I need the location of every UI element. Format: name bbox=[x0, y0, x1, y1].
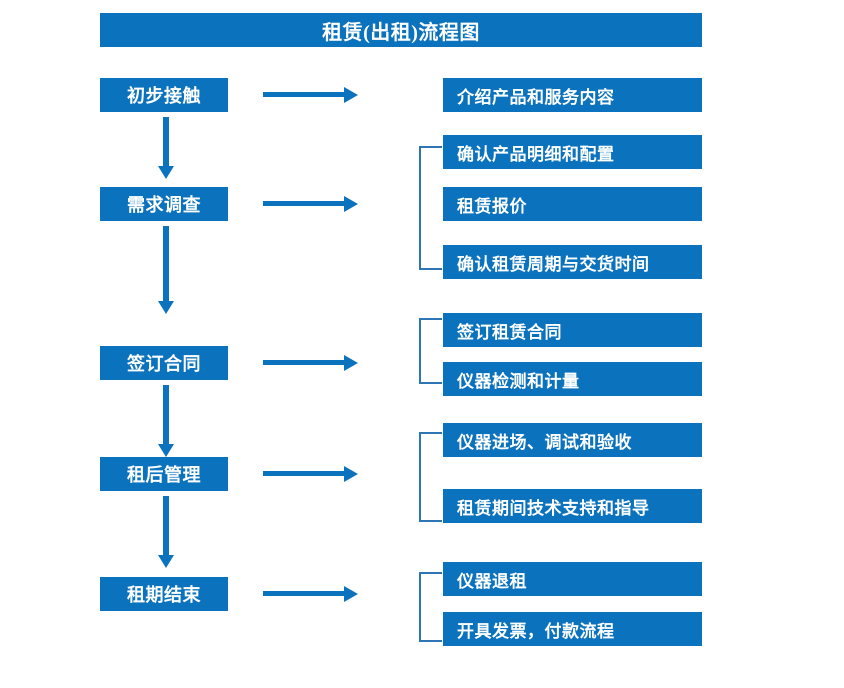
stage-box-requirement-survey[interactable]: 需求调查 bbox=[100, 187, 228, 221]
arrow-right-stage-5 bbox=[263, 585, 358, 603]
arrow-head bbox=[344, 586, 358, 602]
arrow-head bbox=[344, 355, 358, 371]
detail-box-technical-support[interactable]: 租赁期间技术支持和指导 bbox=[443, 489, 702, 523]
arrow-shaft bbox=[163, 117, 169, 166]
arrow-shaft bbox=[263, 201, 346, 206]
bracket-stage-3 bbox=[419, 318, 442, 384]
stage-box-initial-contact[interactable]: 初步接触 bbox=[100, 78, 228, 112]
detail-box-sign-rental-contract[interactable]: 签订租赁合同 bbox=[443, 313, 702, 347]
arrow-shaft bbox=[263, 591, 346, 596]
detail-box-invoice-payment[interactable]: 开具发票，付款流程 bbox=[443, 612, 702, 646]
chart-title: 租赁(出租)流程图 bbox=[100, 13, 702, 47]
stage-box-rental-end[interactable]: 租期结束 bbox=[100, 577, 228, 611]
arrow-down-stage-3-to-4 bbox=[157, 385, 175, 457]
stage-box-sign-contract[interactable]: 签订合同 bbox=[100, 346, 228, 380]
arrow-shaft bbox=[163, 385, 169, 444]
arrow-head bbox=[158, 301, 174, 314]
detail-box-introduce-products[interactable]: 介绍产品和服务内容 bbox=[443, 78, 702, 112]
bracket-stage-5 bbox=[419, 572, 442, 642]
arrow-head bbox=[344, 196, 358, 212]
arrow-right-stage-2 bbox=[263, 195, 358, 213]
stage-box-post-rental-management[interactable]: 租后管理 bbox=[100, 457, 228, 491]
arrow-head bbox=[158, 444, 174, 457]
arrow-head bbox=[344, 87, 358, 103]
arrow-right-stage-4 bbox=[263, 465, 358, 483]
arrow-down-stage-2-to-3 bbox=[157, 226, 175, 314]
detail-box-confirm-rental-period[interactable]: 确认租赁周期与交货时间 bbox=[443, 245, 702, 279]
arrow-shaft bbox=[263, 360, 346, 365]
detail-box-instrument-installation[interactable]: 仪器进场、调试和验收 bbox=[443, 423, 702, 457]
arrow-head bbox=[158, 555, 174, 568]
detail-box-instrument-inspection[interactable]: 仪器检测和计量 bbox=[443, 362, 702, 396]
detail-box-confirm-product-details[interactable]: 确认产品明细和配置 bbox=[443, 135, 702, 169]
arrow-down-stage-1-to-2 bbox=[157, 117, 175, 179]
bracket-stage-4 bbox=[419, 432, 442, 522]
arrow-head bbox=[158, 166, 174, 179]
arrow-head bbox=[344, 466, 358, 482]
arrow-right-stage-1 bbox=[263, 86, 358, 104]
arrow-shaft bbox=[263, 92, 346, 97]
bracket-stage-2 bbox=[419, 146, 442, 270]
arrow-shaft bbox=[163, 226, 169, 301]
arrow-right-stage-3 bbox=[263, 354, 358, 372]
arrow-shaft bbox=[263, 471, 346, 476]
detail-box-rental-quotation[interactable]: 租赁报价 bbox=[443, 187, 702, 221]
arrow-shaft bbox=[163, 496, 169, 555]
detail-box-instrument-return[interactable]: 仪器退租 bbox=[443, 562, 702, 596]
arrow-down-stage-4-to-5 bbox=[157, 496, 175, 568]
